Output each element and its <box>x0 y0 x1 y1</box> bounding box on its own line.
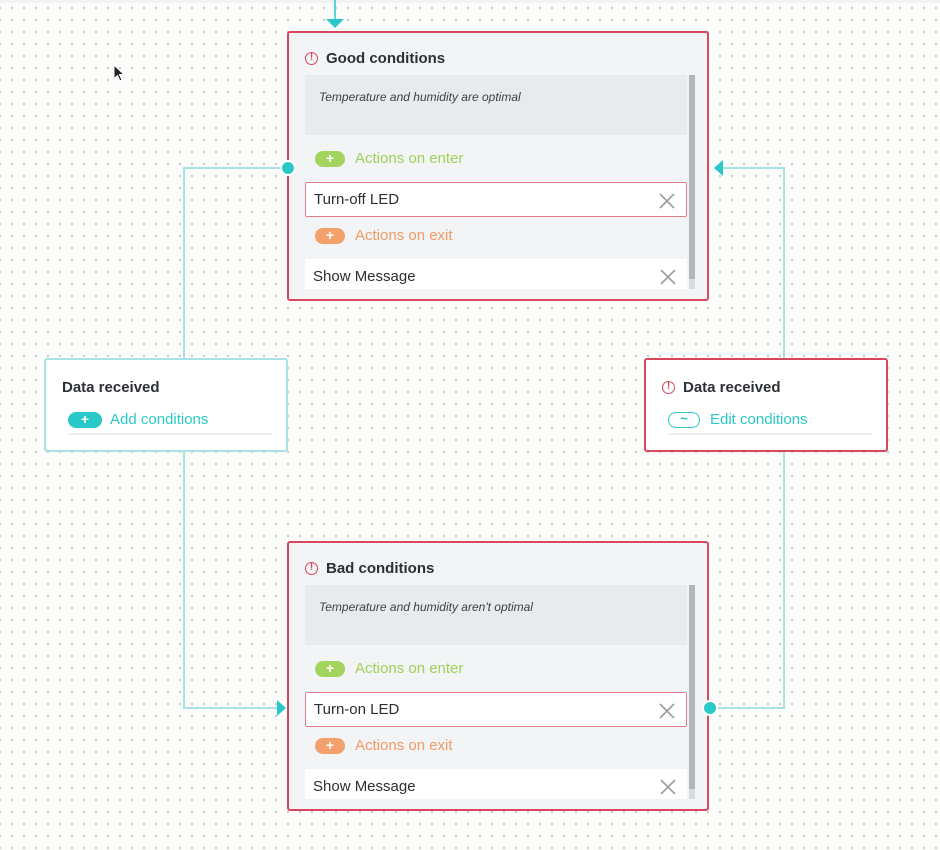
plus-icon[interactable]: + <box>315 227 345 244</box>
divider <box>668 433 872 435</box>
canvas-top-edge <box>0 0 940 3</box>
wire-bad-to-transition-edit <box>711 452 785 709</box>
tilde-icon[interactable]: ~ <box>668 411 700 428</box>
plus-icon[interactable]: + <box>315 660 345 677</box>
wire-good-to-transition-add <box>183 167 289 359</box>
edit-conditions-label[interactable]: Edit conditions <box>710 411 808 428</box>
mouse-cursor-icon <box>113 64 126 82</box>
state-description[interactable]: Temperature and humidity aren't optimal <box>305 585 687 645</box>
actions-on-enter-button[interactable]: + Actions on enter <box>315 150 463 167</box>
plus-icon[interactable]: + <box>315 150 345 167</box>
state-good-conditions[interactable]: ! Good conditions Temperature and humidi… <box>287 31 709 301</box>
actions-on-enter-button[interactable]: + Actions on enter <box>315 660 463 677</box>
exclamation-circle-icon: ! <box>305 52 318 65</box>
wire-transition-add-to-bad <box>183 452 280 709</box>
output-port-good-conditions[interactable] <box>280 160 296 176</box>
arrow-into-good <box>714 160 723 176</box>
add-conditions-label[interactable]: Add conditions <box>110 411 209 428</box>
close-x-icon[interactable] <box>659 778 677 796</box>
wire-transition-edit-to-good <box>720 167 785 359</box>
action-label: Show Message <box>313 268 416 285</box>
transition-title[interactable]: Data received <box>62 379 160 396</box>
enter-action-item[interactable]: Turn-off LED <box>305 182 687 217</box>
transition-title[interactable]: Data received <box>683 379 781 396</box>
state-title[interactable]: Good conditions <box>326 50 446 67</box>
plus-icon[interactable]: + <box>315 737 345 754</box>
action-label: Turn-off LED <box>314 191 400 208</box>
exclamation-circle-icon: ! <box>305 562 318 575</box>
transition-data-received-left[interactable]: Data received + Add conditions <box>44 358 288 452</box>
output-port-bad-conditions[interactable] <box>702 700 718 716</box>
actions-on-enter-label[interactable]: Actions on enter <box>355 150 464 167</box>
scrollbar[interactable] <box>689 75 695 289</box>
close-x-icon[interactable] <box>659 268 677 286</box>
actions-on-enter-label[interactable]: Actions on enter <box>355 660 464 677</box>
transition-data-received-right[interactable]: ! Data received ~ Edit conditions <box>644 358 888 452</box>
arrow-into-bad <box>277 700 286 716</box>
close-x-icon[interactable] <box>658 702 676 720</box>
actions-on-exit-label[interactable]: Actions on exit <box>355 737 453 754</box>
action-label: Show Message <box>313 778 416 795</box>
exclamation-circle-icon: ! <box>662 381 675 394</box>
scrollbar-thumb[interactable] <box>689 75 695 279</box>
close-x-icon[interactable] <box>658 192 676 210</box>
edit-conditions-button[interactable]: ~ Edit conditions <box>668 411 808 428</box>
actions-on-exit-label[interactable]: Actions on exit <box>355 227 453 244</box>
incoming-wire <box>326 0 344 28</box>
add-conditions-button[interactable]: + Add conditions <box>68 411 208 428</box>
state-title[interactable]: Bad conditions <box>326 560 435 577</box>
plus-icon[interactable]: + <box>68 411 102 428</box>
actions-on-exit-button[interactable]: + Actions on exit <box>315 227 453 244</box>
scrollbar[interactable] <box>689 585 695 799</box>
exit-action-item[interactable]: Show Message <box>305 769 687 799</box>
scrollbar-thumb[interactable] <box>689 585 695 789</box>
state-description[interactable]: Temperature and humidity are optimal <box>305 75 687 135</box>
enter-action-item[interactable]: Turn-on LED <box>305 692 687 727</box>
actions-on-exit-button[interactable]: + Actions on exit <box>315 737 453 754</box>
state-bad-conditions[interactable]: ! Bad conditions Temperature and humidit… <box>287 541 709 811</box>
divider <box>68 433 272 435</box>
action-label: Turn-on LED <box>314 701 400 718</box>
exit-action-item[interactable]: Show Message <box>305 259 687 289</box>
